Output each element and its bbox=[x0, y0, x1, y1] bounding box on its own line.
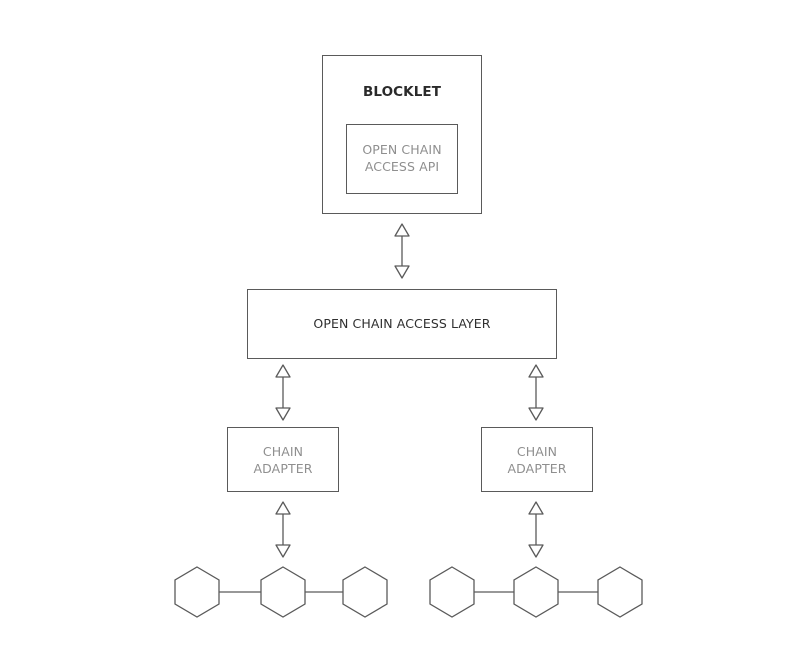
hexagon-node-icon bbox=[513, 566, 559, 618]
arrow-adapter-chain-left bbox=[275, 501, 291, 558]
chain-adapter-right-box: CHAIN ADAPTER bbox=[481, 427, 593, 492]
open-chain-access-api-label: OPEN CHAIN ACCESS API bbox=[362, 142, 442, 174]
arrow-layer-adapter-right bbox=[528, 364, 544, 421]
blocklet-title: BLOCKLET bbox=[362, 84, 442, 100]
chain-adapter-left-box: CHAIN ADAPTER bbox=[227, 427, 339, 492]
chain-adapter-right-label: CHAIN ADAPTER bbox=[507, 444, 567, 476]
open-chain-access-api-box: OPEN CHAIN ACCESS API bbox=[346, 124, 458, 194]
blockchain-right bbox=[429, 566, 643, 618]
arrow-adapter-chain-right bbox=[528, 501, 544, 558]
hexagon-node-icon bbox=[260, 566, 306, 618]
open-chain-access-layer-label: OPEN CHAIN ACCESS LAYER bbox=[313, 316, 491, 331]
hexagon-node-icon bbox=[429, 566, 475, 618]
hexagon-node-icon bbox=[597, 566, 643, 618]
hexagon-node-icon bbox=[174, 566, 220, 618]
chain-adapter-left-label: CHAIN ADAPTER bbox=[253, 444, 313, 476]
open-chain-access-layer-box: OPEN CHAIN ACCESS LAYER bbox=[247, 289, 557, 359]
arrow-blocklet-layer bbox=[394, 223, 410, 279]
blockchain-left bbox=[174, 566, 388, 618]
hexagon-node-icon bbox=[342, 566, 388, 618]
arrow-layer-adapter-left bbox=[275, 364, 291, 421]
